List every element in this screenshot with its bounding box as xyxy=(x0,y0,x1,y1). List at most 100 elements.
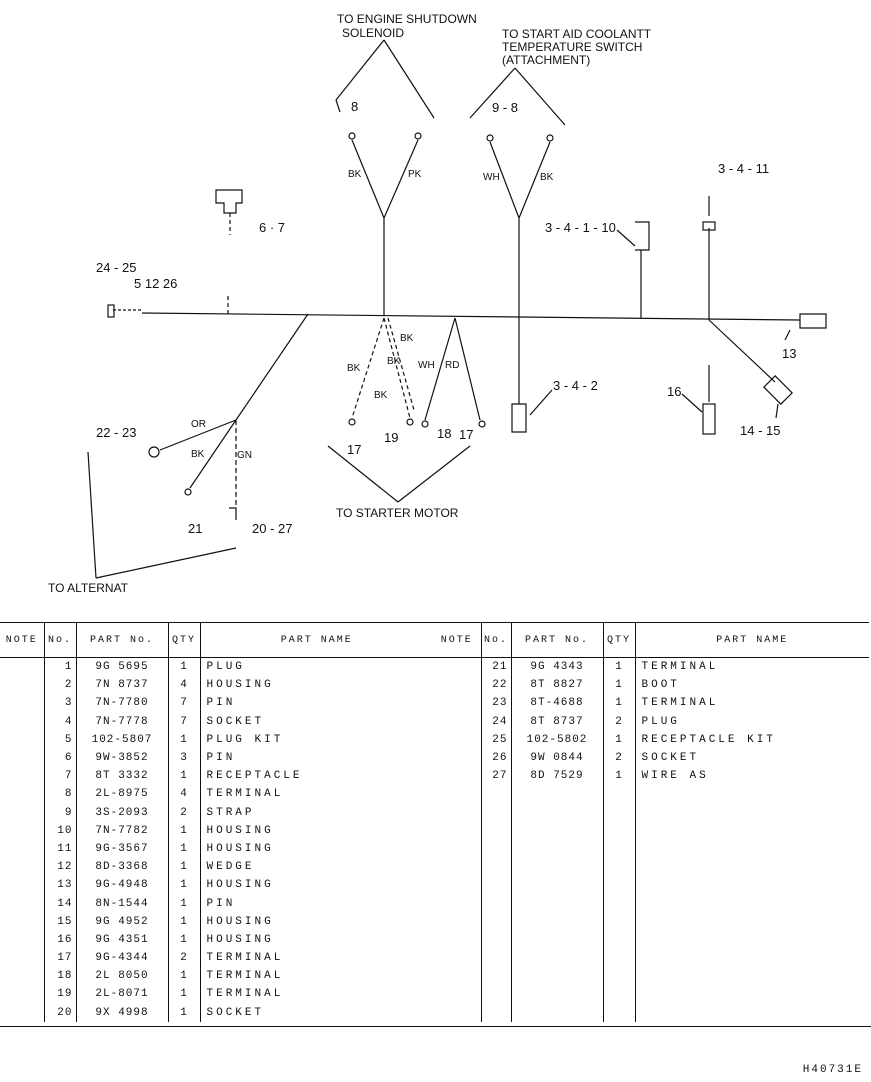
note-cell xyxy=(0,894,44,912)
part-name xyxy=(634,803,869,822)
note-cell xyxy=(0,876,44,894)
table-row xyxy=(433,912,869,931)
table-row xyxy=(433,803,869,822)
connector-16 xyxy=(702,403,716,435)
socket-20-27 xyxy=(229,507,237,520)
terminal-18 xyxy=(421,420,429,428)
part-name xyxy=(634,894,869,913)
note-cell xyxy=(433,713,481,731)
part-number: 9W-3852 xyxy=(75,748,168,768)
note-cell xyxy=(433,749,481,767)
part-name: STRAP xyxy=(199,803,433,822)
part-number: 102-5802 xyxy=(510,730,603,749)
part-name xyxy=(634,876,869,895)
ref-17-right: 17 xyxy=(459,427,473,442)
part-name: HOUSING xyxy=(199,821,433,840)
part-name: TERMINAL xyxy=(199,967,433,986)
connector-3-4-1-10 xyxy=(635,221,650,251)
note-cell xyxy=(433,840,481,858)
table-row xyxy=(433,930,869,949)
item-number xyxy=(480,876,511,895)
quantity xyxy=(602,876,635,895)
note-cell xyxy=(433,931,481,949)
quantity: 1 xyxy=(167,767,200,786)
note-cell xyxy=(0,749,44,767)
note-cell xyxy=(433,985,481,1003)
part-number xyxy=(510,839,603,859)
wire-bk-alternator: BK xyxy=(191,449,205,460)
part-name: PLUG xyxy=(199,657,433,677)
ref-16: 16 xyxy=(667,384,681,399)
header-note: NOTE xyxy=(0,622,44,658)
item-number xyxy=(480,839,511,859)
terminal-8-right xyxy=(414,132,422,140)
item-number: 4 xyxy=(43,712,76,731)
quantity: 1 xyxy=(602,676,635,695)
part-name xyxy=(634,985,869,1004)
part-number: 8D 7529 xyxy=(510,767,603,786)
part-number xyxy=(510,1003,603,1022)
ref-3-4-1-10: 3 - 4 - 1 - 10 xyxy=(545,220,616,235)
quantity: 7 xyxy=(167,694,200,713)
part-name: PIN xyxy=(199,894,433,913)
ref-21: 21 xyxy=(188,521,202,536)
quantity: 1 xyxy=(602,767,635,786)
ref-9-8: 9 - 8 xyxy=(492,100,518,115)
item-number: 24 xyxy=(480,712,511,731)
note-cell xyxy=(0,713,44,731)
part-name: RECEPTACLE KIT xyxy=(634,730,869,749)
part-name xyxy=(634,839,869,859)
part-number: 8T-4688 xyxy=(510,694,603,713)
wire-bk-start-aid: BK xyxy=(540,172,554,183)
item-number: 1 xyxy=(43,657,76,677)
header-qty: QTY xyxy=(167,622,200,658)
item-number: 7 xyxy=(43,767,76,786)
quantity xyxy=(602,912,635,931)
item-number: 23 xyxy=(480,694,511,713)
header-part-name: PART NAME xyxy=(199,622,433,658)
main-harness-line xyxy=(141,312,801,321)
part-name: WEDGE xyxy=(199,858,433,877)
ref-8: 8 xyxy=(351,99,358,114)
part-name: TERMINAL xyxy=(634,694,869,713)
table-row xyxy=(433,876,869,895)
part-number xyxy=(510,930,603,949)
note-cell xyxy=(0,804,44,822)
item-number: 17 xyxy=(43,949,76,968)
note-cell xyxy=(433,858,481,876)
callout-start-aid-2: TEMPERATURE SWITCH xyxy=(502,40,642,54)
part-name: TERMINAL xyxy=(199,949,433,968)
quantity: 7 xyxy=(167,712,200,731)
quantity: 1 xyxy=(167,985,200,1004)
ref-13: 13 xyxy=(782,346,796,361)
part-number: 8N-1544 xyxy=(75,894,168,913)
terminal-9-8-right xyxy=(546,134,554,142)
part-number xyxy=(510,949,603,968)
part-name xyxy=(634,930,869,949)
quantity xyxy=(602,894,635,913)
quantity xyxy=(602,785,635,804)
part-number: 102-5807 xyxy=(75,730,168,749)
part-number: 7N-7782 xyxy=(75,821,168,840)
note-cell xyxy=(433,913,481,931)
item-number: 2 xyxy=(43,676,76,695)
part-number: 9G 5695 xyxy=(75,657,168,677)
note-cell xyxy=(0,1004,44,1022)
item-number xyxy=(480,985,511,1004)
part-name: SOCKET xyxy=(199,1003,433,1022)
item-number: 18 xyxy=(43,967,76,986)
item-number: 21 xyxy=(480,657,511,677)
part-number: 9G-4948 xyxy=(75,876,168,895)
ref-17-left: 17 xyxy=(347,442,361,457)
part-name xyxy=(634,785,869,804)
note-cell xyxy=(0,949,44,967)
part-number xyxy=(510,967,603,986)
note-cell xyxy=(433,876,481,894)
